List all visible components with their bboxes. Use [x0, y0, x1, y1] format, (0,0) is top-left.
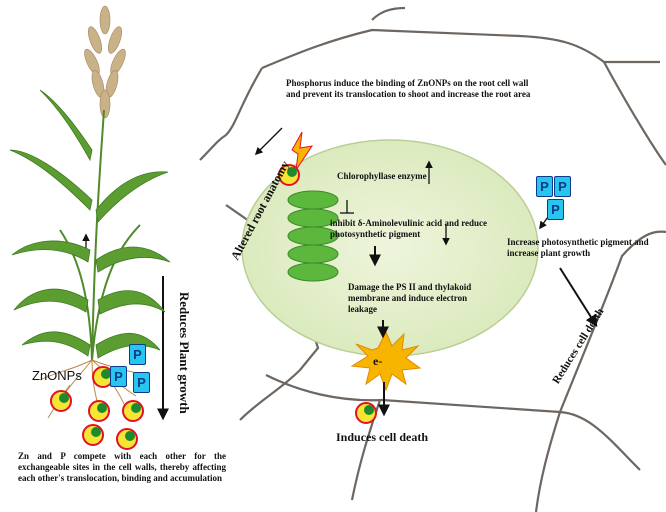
inhibit-ala-label: inhibit δ-Aminolevulinic acid and reduce…	[330, 218, 488, 239]
increase-pigment-label: Increase photosynthetic pigment and incr…	[507, 237, 649, 258]
nanoparticle-icon	[88, 400, 110, 422]
nanoparticle-icon	[50, 390, 72, 412]
phosphorus-icon: P	[536, 176, 553, 197]
nanoparticle-icon	[116, 428, 138, 450]
thylakoid-stack	[287, 190, 339, 282]
phosphorus-icon: P	[547, 199, 564, 220]
grass-plant-illustration	[9, 5, 171, 419]
phosphorus-icon: P	[129, 344, 146, 365]
chlorophyllase-label: Chlorophyllase enzyme	[337, 171, 427, 181]
phosphorus-icon: P	[110, 366, 127, 387]
znonps-label: ZnONPs	[32, 368, 82, 383]
nanoparticle-icon	[82, 424, 104, 446]
zn-p-compete-note: Zn and P compete with each other for the…	[18, 451, 226, 483]
nanoparticle-icon	[278, 164, 300, 186]
phosphorus-note: Phosphorus induce the binding of ZnONPs …	[286, 78, 531, 99]
lightning-icon	[291, 131, 314, 171]
electron-burst-icon	[350, 330, 422, 392]
damage-ps2-label: Damage the PS II and thylakoid membrane …	[348, 282, 472, 314]
phosphorus-icon: P	[554, 176, 571, 197]
nanoparticle-icon	[355, 402, 377, 424]
phosphorus-icon: P	[133, 372, 150, 393]
reduces-plant-growth-label: Reduces Plant growth	[176, 291, 192, 414]
nanoparticle-icon	[122, 400, 144, 422]
induces-cell-death-label: Induces cell death	[336, 430, 429, 444]
electron-label: e-	[373, 354, 383, 368]
